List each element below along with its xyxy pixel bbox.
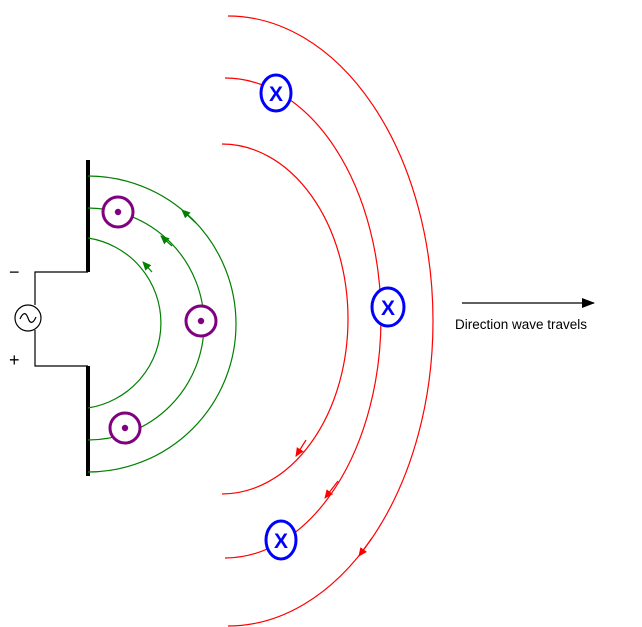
field-out-of-page-middle-icon bbox=[184, 304, 218, 338]
green-arrowhead-middle bbox=[160, 235, 173, 247]
svg-text:X: X bbox=[381, 297, 395, 320]
direction-label: Direction wave travels bbox=[455, 317, 588, 332]
field-into-page-bottom-icon: X bbox=[264, 519, 298, 561]
feed-wire-bottom bbox=[34, 330, 88, 367]
red-field-arc-outer bbox=[227, 15, 434, 627]
green-arrowhead-outer bbox=[181, 209, 197, 224]
radiated-field-lines bbox=[221, 15, 434, 627]
positive-terminal-label: + bbox=[9, 350, 20, 370]
red-arrowhead-outer bbox=[358, 537, 373, 557]
negative-terminal-label: − bbox=[9, 262, 20, 282]
svg-text:X: X bbox=[274, 530, 288, 553]
green-arrowhead-inner bbox=[142, 261, 153, 273]
feed-wire-top bbox=[34, 271, 88, 305]
green-field-loop-inner bbox=[87, 237, 162, 409]
ac-source-icon bbox=[14, 304, 42, 332]
field-out-of-page-lower-icon bbox=[108, 411, 142, 445]
field-into-page-top-icon: X bbox=[259, 73, 293, 113]
red-field-arc-inner bbox=[221, 143, 349, 495]
red-field-arc-middle bbox=[224, 77, 382, 559]
green-field-loop-outer bbox=[87, 175, 237, 473]
red-arrowhead-middle bbox=[324, 480, 339, 499]
svg-text:X: X bbox=[269, 83, 283, 106]
field-into-page-middle-icon: X bbox=[370, 286, 406, 328]
red-arrowhead-inner bbox=[295, 439, 307, 457]
field-out-of-page-upper-icon bbox=[101, 195, 135, 229]
